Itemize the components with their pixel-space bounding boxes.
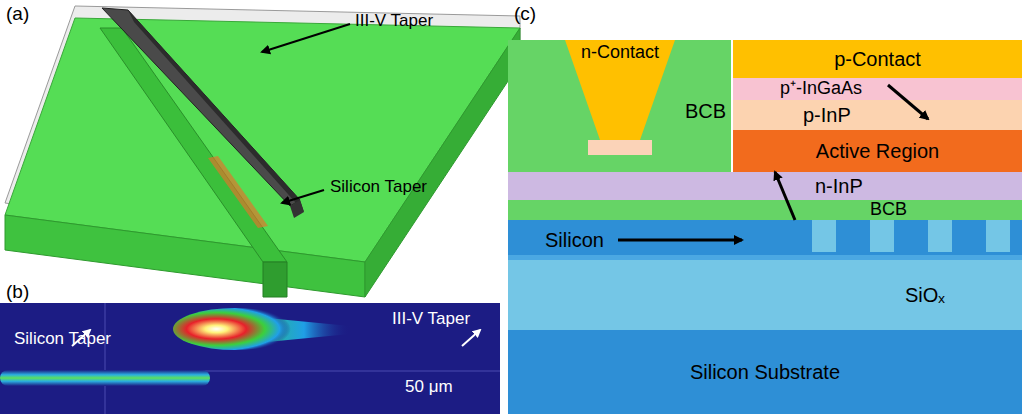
layer-label: p-Contact — [834, 48, 921, 70]
part-label: III-V Taper — [392, 309, 470, 328]
panel-letter: (a) — [6, 3, 29, 24]
bcb-region: n-ContactBCB — [508, 40, 731, 172]
grating-slots — [812, 220, 1010, 252]
ingaas-layer: p⁺-InGaAs — [733, 78, 1022, 100]
label-holder: 50 μm — [405, 378, 453, 397]
n-inp-layer: n-InP — [508, 172, 1022, 200]
layer-label: p⁺-InGaAs — [780, 79, 862, 99]
label-holder: n-InP — [815, 175, 863, 197]
p-inp-layer: p-InP — [733, 100, 1022, 130]
panel-letter: (b) — [6, 281, 29, 302]
label-holder: Silicon — [545, 229, 604, 251]
layer-label: Silicon — [545, 229, 604, 251]
layer-label: n-InP — [815, 175, 863, 197]
label-holder: p-InP — [803, 104, 851, 126]
label-holder: BCB — [685, 100, 726, 122]
n-contact: n-Contact — [565, 40, 675, 155]
mode-simulation — [0, 303, 500, 414]
layer-label: p-InP — [803, 104, 851, 126]
p-contact-layer: p-Contact — [733, 40, 1022, 78]
label-holder: BCB — [870, 200, 907, 220]
oxide-layer: SiOₓ — [508, 260, 1022, 330]
part-label: III-V Taper — [355, 11, 433, 30]
layer-label: n-Contact — [581, 43, 659, 63]
substrate-layer: Silicon Substrate — [508, 330, 1022, 414]
part-label: Silicon Taper — [330, 177, 427, 196]
layer-stack — [508, 40, 1022, 414]
label-holder: Active Region — [816, 140, 939, 162]
active-region-layer: Active Region — [733, 130, 1022, 172]
label-holder: III-V Taper — [355, 12, 433, 31]
label-holder: p⁺-InGaAs — [780, 79, 862, 99]
label-holder: Silicon Substrate — [690, 361, 840, 383]
label-holder: III-V Taper — [392, 310, 470, 329]
layer-label: BCB — [870, 200, 907, 220]
label-holder: SiOₓ — [905, 284, 945, 306]
layer-label: Active Region — [816, 140, 939, 162]
layer-label: SiOₓ — [905, 284, 945, 306]
coupling-arrow — [775, 172, 795, 220]
label-holder: (a) — [6, 4, 29, 25]
label-holder: Silicon Taper — [330, 178, 427, 197]
label-holder: Silicon Taper — [14, 330, 111, 349]
label-holder: (b) — [6, 282, 29, 303]
bcb-bond-layer: BCB — [508, 200, 1022, 220]
panel-letter: (c) — [514, 3, 536, 24]
label-holder: n-Contact — [581, 43, 659, 63]
scale-label: 50 μm — [405, 377, 453, 396]
layer-label: Silicon Substrate — [690, 361, 840, 383]
label-holder: p-Contact — [834, 48, 921, 70]
part-label: Silicon Taper — [14, 329, 111, 348]
silicon-layer: Silicon — [508, 220, 1022, 260]
layer-label: BCB — [685, 100, 726, 122]
label-holder: (c) — [514, 4, 536, 25]
taper-3d-view — [5, 6, 520, 297]
